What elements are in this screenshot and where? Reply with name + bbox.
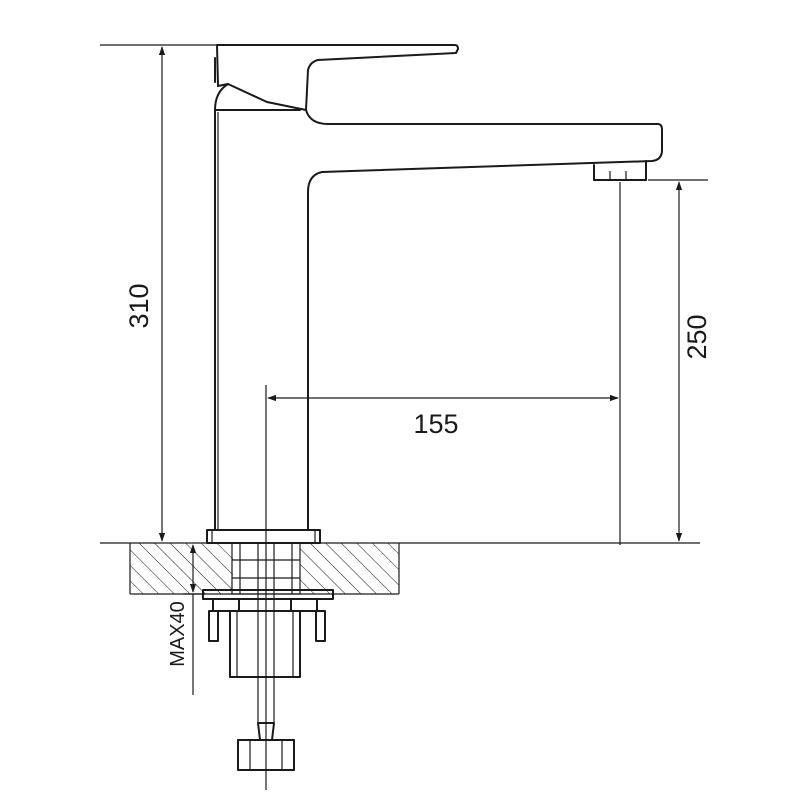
dimension-total-height: 310: [100, 44, 217, 542]
dimension-counter-thickness: MAX40: [167, 544, 205, 695]
dimension-spout-height: 250: [648, 179, 712, 542]
faucet-body: [206, 44, 663, 544]
dimension-label-250: 250: [682, 314, 712, 359]
spout: [307, 123, 663, 193]
dimension-label-155: 155: [413, 409, 458, 439]
dimension-label-max40: MAX40: [167, 601, 189, 667]
base-flange: [206, 529, 321, 544]
countertop-section: [100, 542, 700, 595]
dimension-label-310: 310: [124, 283, 154, 328]
aerator: [593, 160, 647, 181]
dimension-spout-reach: 155: [265, 182, 621, 790]
lever-handle: [216, 44, 459, 111]
